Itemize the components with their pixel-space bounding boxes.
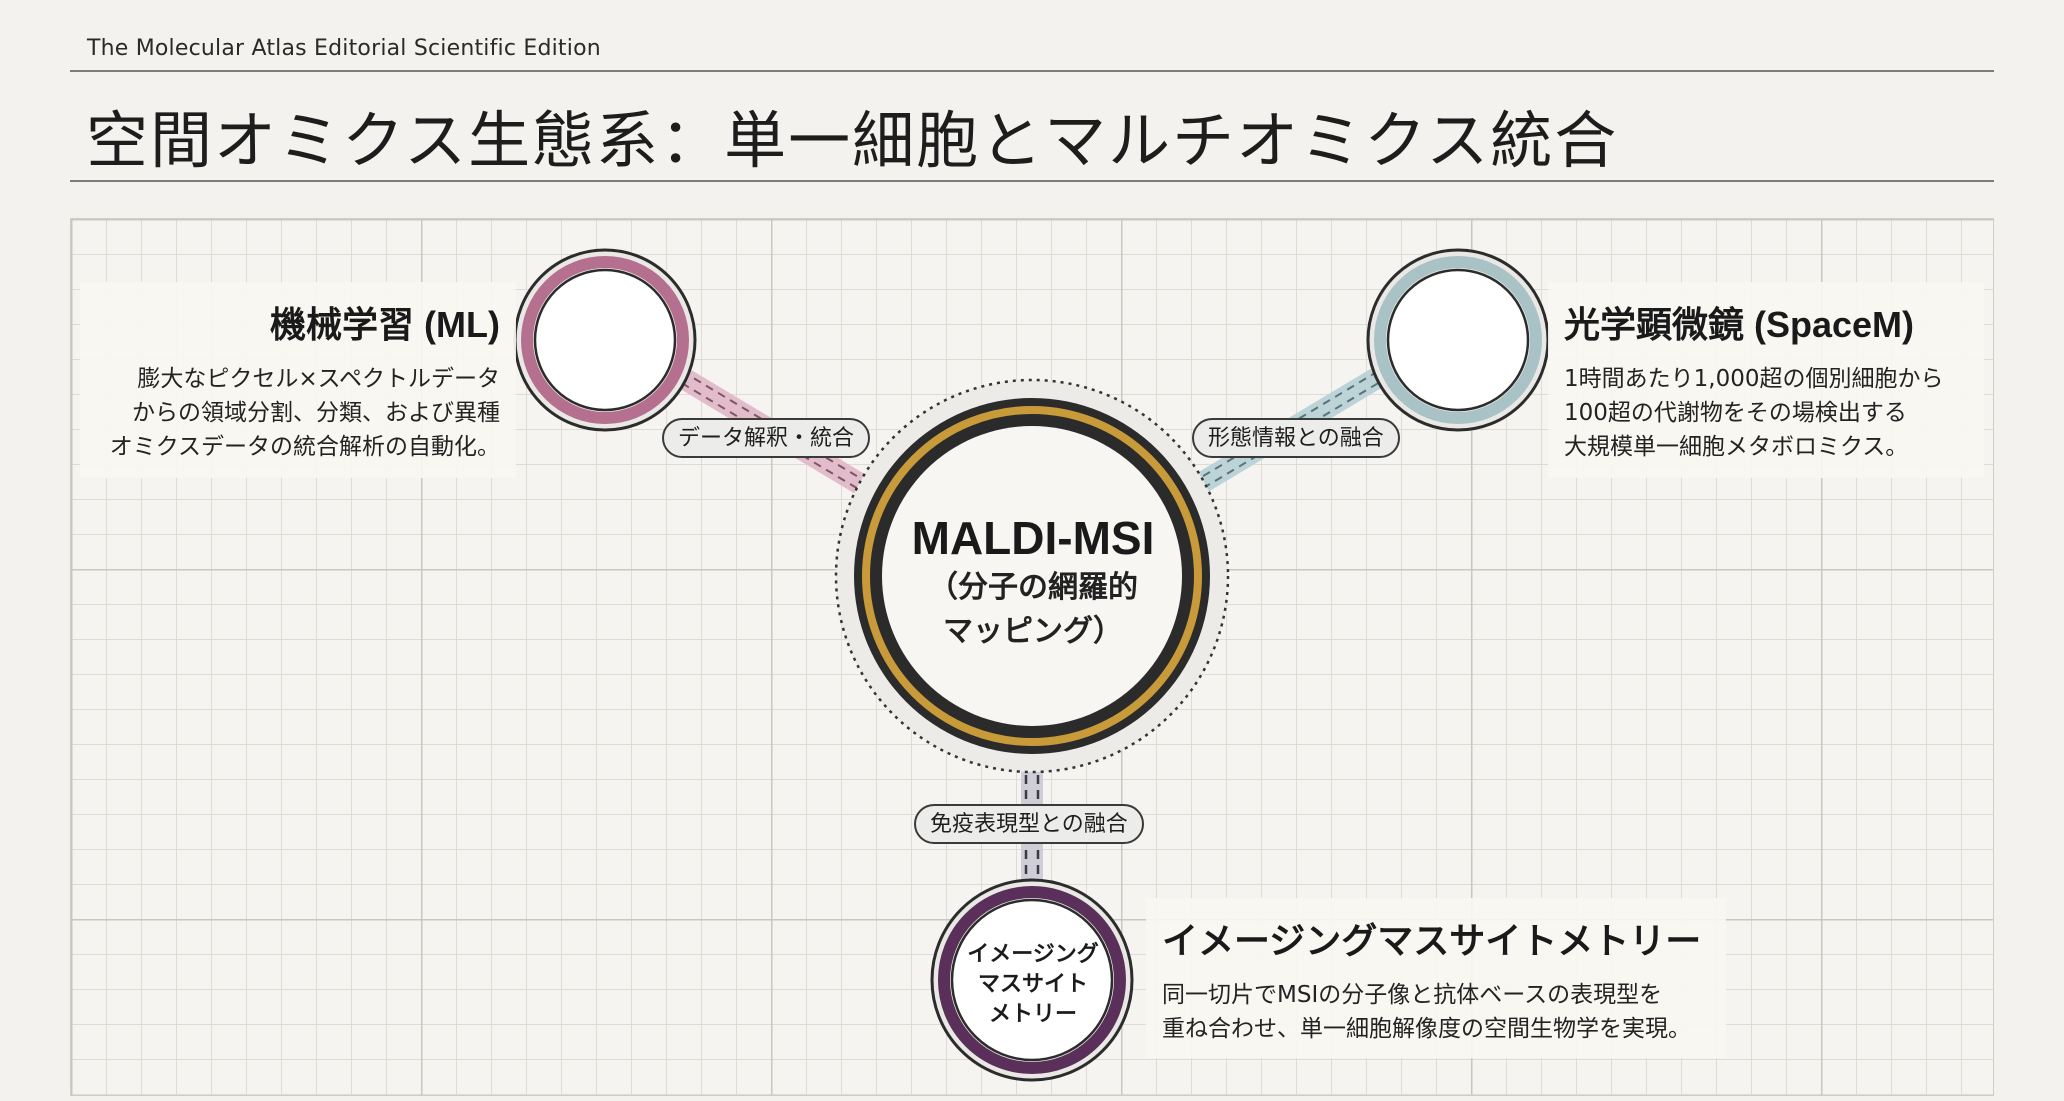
ml-desc-line: オミクスデータの統合解析の自動化。: [109, 434, 500, 460]
imc-title: イメージングマスサイトメトリー: [1162, 920, 1702, 961]
center-label: MALDI-MSI （分子の網羅的 マッピング）: [873, 510, 1193, 654]
imc-node-circle: [930, 878, 1134, 1082]
ml-ring: [521, 256, 689, 424]
imc-circle-line: イメージング: [967, 942, 1099, 967]
connection-label-imc: 免疫表現型との融合: [914, 804, 1144, 844]
optical-desc-line: 100超の代謝物をその場検出する: [1564, 400, 1907, 426]
optical-desc-line: 1時間あたり1,000超の個別細胞から: [1564, 366, 1944, 392]
center-ring: [862, 406, 1202, 746]
ml-desc-line: 膨大なピクセル×スペクトルデータ: [137, 366, 500, 392]
edition-label: The Molecular Atlas Editorial Scientific…: [87, 36, 601, 61]
ml-textbox: 機械学習 (ML) 膨大なピクセル×スペクトルデータ からの領域分割、分類、およ…: [80, 282, 516, 478]
center-subtitle-1: （分子の網羅的: [928, 570, 1138, 605]
ml-node-circle: [513, 248, 697, 432]
center-node-circle: [834, 378, 1230, 774]
imc-circle-label: イメージング マスサイト メトリー: [948, 940, 1118, 1030]
connection-label-optical: 形態情報との融合: [1192, 418, 1400, 458]
imc-ring: [938, 886, 1126, 1074]
optical-node-circle: [1366, 248, 1550, 432]
header-rule-bottom: [70, 180, 1994, 182]
optical-desc-line: 大規模単一細胞メタボロミクス。: [1564, 434, 1909, 460]
optical-textbox: 光学顕微鏡 (SpaceM) 1時間あたり1,000超の個別細胞から 100超の…: [1548, 282, 1984, 478]
ml-title: 機械学習 (ML): [270, 304, 500, 345]
page-title: 空間オミクス生態系：単一細胞とマルチオミクス統合: [86, 104, 1619, 177]
imc-circle-line: メトリー: [988, 1002, 1077, 1027]
optical-ring: [1374, 256, 1542, 424]
center-subtitle-2: マッピング）: [943, 614, 1123, 649]
imc-textbox: イメージングマスサイトメトリー 同一切片でMSIの分子像と抗体ベースの表現型を …: [1146, 898, 1726, 1058]
connection-label-ml: データ解釈・統合: [662, 418, 871, 458]
header-rule-top: [70, 70, 1994, 72]
optical-title: 光学顕微鏡 (SpaceM): [1564, 304, 1915, 345]
ml-desc-line: からの領域分割、分類、および異種: [132, 400, 500, 426]
center-title: MALDI-MSI: [911, 512, 1155, 564]
imc-circle-line: マスサイト: [977, 972, 1088, 997]
imc-desc-line: 重ね合わせ、単一細胞解像度の空間生物学を実現。: [1162, 1016, 1691, 1042]
imc-desc-line: 同一切片でMSIの分子像と抗体ベースの表現型を: [1162, 982, 1663, 1008]
